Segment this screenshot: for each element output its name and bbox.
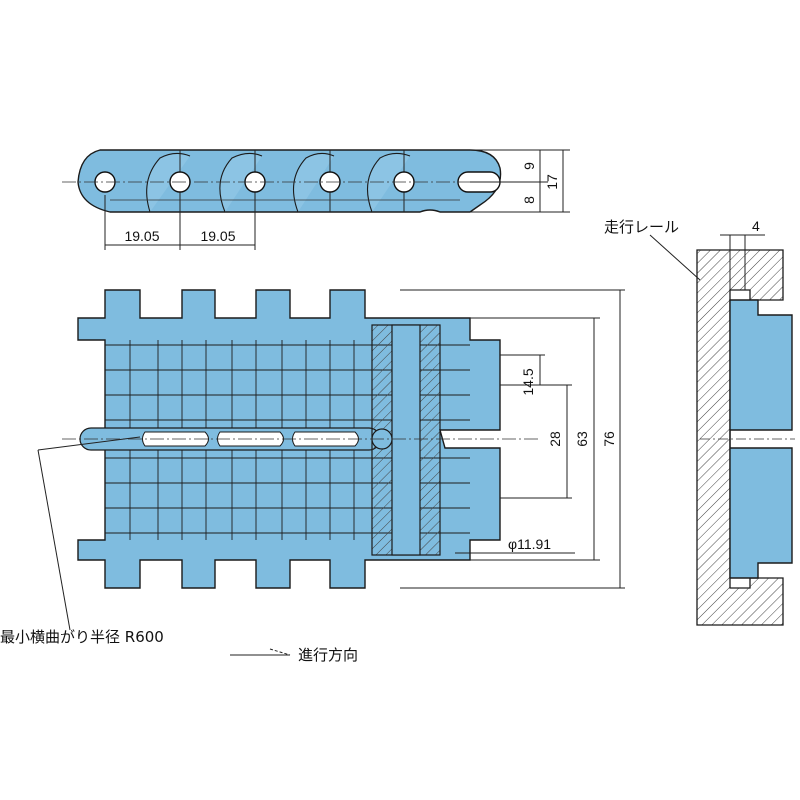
pin-diameter-label: φ11.91 (508, 536, 551, 552)
plan-view: 14.5 28 63 76 φ11.91 (62, 289, 625, 589)
height-dimension-lines (470, 149, 570, 213)
height-dimension-17: 17 (544, 174, 560, 190)
rail-gap-dimension: 4 (752, 218, 760, 234)
pitch-dimension-2: 19.05 (200, 228, 235, 244)
width-dimension-14-5: 14.5 (520, 368, 536, 395)
rail-section-view: 4 走行レール (604, 218, 795, 626)
rail-chain-section (729, 299, 793, 579)
travel-direction-label: 進行方向 (298, 646, 358, 664)
rail-label: 走行レール (604, 218, 679, 236)
min-radius-label: 最小横曲がり半径 R600 (0, 628, 164, 646)
width-dimension-28: 28 (547, 431, 563, 447)
height-dimension-9: 9 (521, 162, 537, 170)
side-view: 19.05 19.05 8 9 17 (62, 149, 570, 250)
side-view-chain-body (77, 149, 502, 213)
annotations: 最小横曲がり半径 R600 進行方向 (0, 436, 358, 664)
height-dimension-8: 8 (521, 196, 537, 204)
rail-body (696, 249, 784, 626)
plan-view-section (371, 324, 441, 556)
width-dimension-76: 76 (601, 431, 617, 447)
width-dimension-63: 63 (574, 431, 590, 447)
width-dimension-lines (400, 289, 625, 589)
pitch-dimension-1: 19.05 (124, 228, 159, 244)
pitch-dimension-lines (104, 195, 256, 250)
